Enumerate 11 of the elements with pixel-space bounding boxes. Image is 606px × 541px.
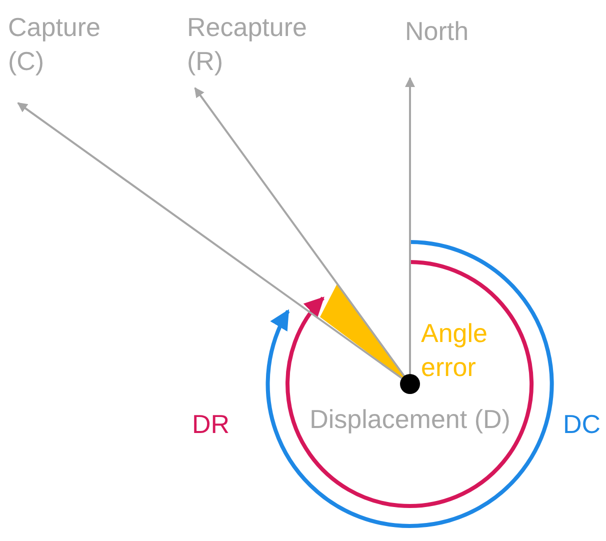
arrow <box>17 102 402 379</box>
arc-label: DR <box>192 408 231 441</box>
angle-label: Angle error <box>421 317 488 384</box>
direction-label: North <box>405 14 495 48</box>
node-caption: Displacement (D) <box>308 403 512 436</box>
direction-label: Capture (C) <box>8 10 128 78</box>
arc-label: DC <box>563 408 602 441</box>
arrow <box>194 87 405 376</box>
direction-label: Recapture (R) <box>187 10 337 78</box>
arrow <box>405 77 415 374</box>
center-dot <box>400 374 420 394</box>
